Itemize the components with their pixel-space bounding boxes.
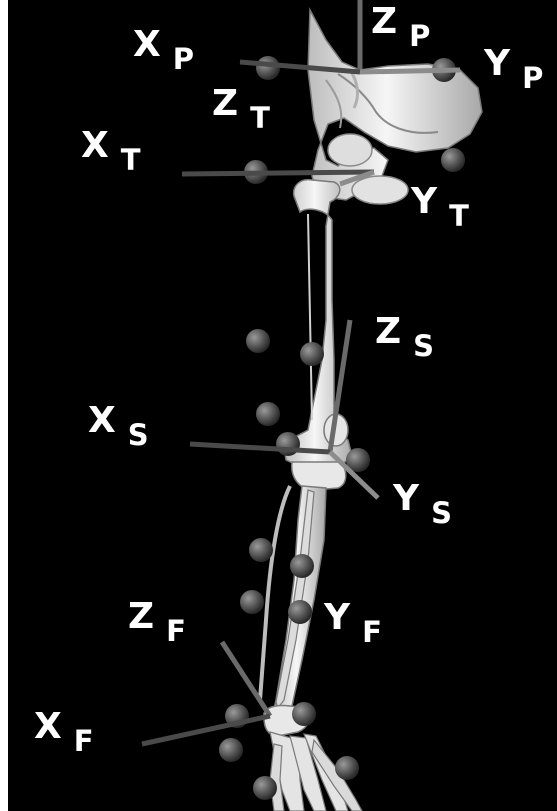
axis-label-xf-sub: F: [74, 727, 94, 756]
axis-line-yp: [360, 70, 460, 72]
marker-sphere-icon: [300, 342, 324, 366]
marker-sphere-icon: [441, 148, 465, 172]
marker-sphere-icon: [246, 329, 270, 353]
axis-label-xf-main: X: [34, 706, 62, 747]
axis-label-zf-sub: F: [166, 617, 186, 646]
marker-sphere-icon: [256, 56, 280, 80]
marker-sphere-icon: [256, 402, 280, 426]
marker-sphere-icon: [292, 702, 316, 726]
axis-label-xp-sub: P: [173, 45, 194, 74]
axis-label-zp-sub: P: [409, 22, 430, 51]
axis-label-zf-main: Z: [128, 596, 154, 637]
marker-sphere-icon: [290, 554, 314, 578]
knee-joint-icon: [292, 462, 346, 490]
axis-label-yf-sub: F: [362, 618, 382, 647]
axis-label-xs-main: X: [88, 400, 116, 441]
axis-label-xt-sub: T: [121, 146, 141, 175]
axis-label-yp-sub: P: [522, 64, 543, 93]
axis-label-xs-sub: S: [128, 421, 149, 450]
foot-axes: [142, 642, 270, 744]
axis-label-zp-main: Z: [371, 1, 397, 42]
marker-sphere-icon: [219, 738, 243, 762]
axis-label-zt-sub: T: [250, 104, 270, 133]
axis-label-yt-main: Y: [411, 181, 437, 222]
axis-label-yp-main: Y: [484, 43, 510, 84]
axis-line-xt: [182, 172, 374, 174]
axis-label-xt-main: X: [81, 125, 109, 166]
axis-label-ys-sub: S: [431, 499, 452, 528]
axis-label-yf-main: Y: [324, 597, 350, 638]
axis-label-zt-main: Z: [212, 83, 238, 124]
marker-sphere-icon: [240, 590, 264, 614]
axis-line-xf: [142, 716, 270, 744]
marker-sphere-icon: [335, 756, 359, 780]
shank-axes: [190, 320, 378, 498]
axis-label-xp-main: X: [133, 24, 161, 65]
axis-label-zs-sub: S: [413, 332, 434, 361]
axis-label-yt-sub: T: [449, 202, 469, 231]
axis-label-ys-main: Y: [393, 478, 419, 519]
marker-sphere-icon: [253, 776, 277, 800]
marker-sphere-icon: [249, 538, 273, 562]
axis-label-zs-main: Z: [375, 311, 401, 352]
marker-sphere-icon: [288, 600, 312, 624]
